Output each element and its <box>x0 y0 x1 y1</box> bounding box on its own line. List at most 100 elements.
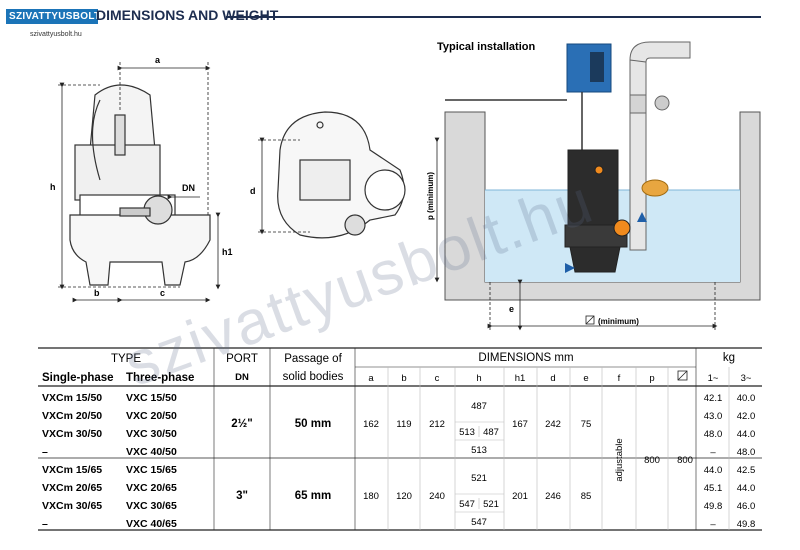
row-single: – <box>42 518 48 530</box>
installed-pump <box>564 149 631 273</box>
header-type: TYPE <box>111 353 141 365</box>
header-col-h: h <box>476 373 481 384</box>
header-port: PORT <box>226 353 258 365</box>
flow-arrows <box>565 212 647 273</box>
cell-kg3: 44.0 <box>737 429 756 440</box>
dim-label-dn: DN <box>182 183 195 193</box>
cell-h: 487 <box>483 427 499 438</box>
pump-top-view <box>277 111 406 239</box>
header-col-kg3: 3~ <box>741 373 752 384</box>
cell-h1: 201 <box>512 491 528 502</box>
page-title: DIMENSIONS AND WEIGHT <box>96 7 279 23</box>
row-single: VXCm 20/50 <box>42 410 102 422</box>
pump-dimension-lines <box>58 62 221 303</box>
installation-heading: Typical installation <box>437 41 535 53</box>
cell-c: 240 <box>429 491 445 502</box>
header-single-phase: Single-phase <box>42 372 114 384</box>
cell-kg3: 49.8 <box>737 519 756 530</box>
header-kg: kg <box>723 352 735 364</box>
dim-label-h: h <box>50 182 56 192</box>
brand-logo: SZIVATTYUSBOLT.HU <box>6 9 117 24</box>
cell-kg1: 42.1 <box>704 393 723 404</box>
table-group-50: VXCm 15/50 VXC 15/50 VXCm 20/50 VXC 20/5… <box>42 392 331 458</box>
brand-website: szivattyusbolt.hu <box>30 31 82 38</box>
row-three: VXC 20/50 <box>126 410 177 422</box>
row-three: VXC 40/50 <box>126 446 177 458</box>
dim-label-p: p (minimum) <box>426 172 435 220</box>
cell-a: 162 <box>363 419 379 430</box>
cell-kg3: 40.0 <box>737 393 756 404</box>
cell-kg1: 43.0 <box>704 411 723 422</box>
cell-kg3: 46.0 <box>737 501 756 512</box>
cell-d: 246 <box>545 491 561 502</box>
cell-kg1: – <box>710 519 716 530</box>
cell-w: 800 <box>677 455 693 466</box>
cell-h: 513 <box>471 445 487 456</box>
header-three-phase: Three-phase <box>126 372 194 384</box>
row-single: – <box>42 446 48 458</box>
row-three: VXC 15/50 <box>126 392 177 404</box>
dimensions-table: TYPE Single-phase Three-phase PORT DN Pa… <box>38 347 762 531</box>
port-value: 3" <box>236 490 248 502</box>
top-view-dimension-lines <box>258 137 310 235</box>
cell-kg3: 44.0 <box>737 483 756 494</box>
cell-h: 521 <box>483 499 499 510</box>
installation-dimension-lines <box>434 137 718 331</box>
installation-pipes <box>629 41 691 251</box>
row-single: VXCm 30/50 <box>42 428 102 440</box>
cell-kg1: 48.0 <box>704 429 723 440</box>
dim-label-h1: h1 <box>222 247 233 257</box>
row-three: VXC 40/65 <box>126 518 177 530</box>
cell-b: 119 <box>396 419 411 430</box>
header-col-c: c <box>435 373 440 384</box>
header-col-e: e <box>583 373 588 384</box>
header-passage-2: solid bodies <box>283 371 344 383</box>
dim-label-b: b <box>94 288 100 298</box>
cell-h: 547 <box>471 517 487 528</box>
cell-kg3: 48.0 <box>737 447 756 458</box>
header-col-b: b <box>401 373 406 384</box>
cell-h: 521 <box>471 473 487 484</box>
cell-h: 487 <box>471 401 487 412</box>
row-single: VXCm 30/65 <box>42 500 102 512</box>
cell-kg1: – <box>710 447 716 458</box>
cell-kg3: 42.0 <box>737 411 756 422</box>
table-group-65: VXCm 15/65 VXC 15/65 VXCm 20/65 VXC 20/6… <box>42 464 331 530</box>
cell-b: 120 <box>396 491 412 502</box>
header-col-h1: h1 <box>515 373 526 384</box>
header-col-a: a <box>368 373 374 384</box>
header-col-d: d <box>550 373 555 384</box>
row-single: VXCm 15/50 <box>42 392 102 404</box>
cell-h: 547 <box>459 499 475 510</box>
dim-label-a: a <box>155 55 161 65</box>
header-port-unit: DN <box>235 372 249 383</box>
dim-label-d: d <box>250 186 256 196</box>
row-three: VXC 30/50 <box>126 428 177 440</box>
passage-value: 50 mm <box>295 418 331 430</box>
passage-value: 65 mm <box>295 490 331 502</box>
header-passage: Passage of <box>284 353 342 365</box>
technical-drawings: a h b c h1 DN d Typical installation <box>50 41 761 331</box>
cell-c: 212 <box>429 419 445 430</box>
row-single: VXCm 15/65 <box>42 464 102 476</box>
cell-f-adjustable: adjustable <box>614 438 625 481</box>
header-col-w-symbol <box>677 370 688 381</box>
cell-kg1: 49.8 <box>704 501 723 512</box>
float-switch <box>641 179 669 197</box>
dim-label-c: c <box>160 288 165 298</box>
dim-label-e: e <box>509 304 514 314</box>
title-rule <box>226 16 761 18</box>
row-single: VXCm 20/65 <box>42 482 102 494</box>
cell-h1: 167 <box>512 419 528 430</box>
cell-e: 85 <box>581 491 592 502</box>
pump-side-view <box>69 84 211 286</box>
cell-p: 800 <box>644 455 660 466</box>
header-col-p: p <box>649 373 654 384</box>
cell-e: 75 <box>581 419 592 430</box>
min-square-symbol <box>585 315 595 325</box>
cell-kg1: 45.1 <box>704 483 723 494</box>
dim-label-width: (minimum) <box>598 317 639 326</box>
port-value: 2½" <box>231 418 252 430</box>
header-dimensions: DIMENSIONS mm <box>478 352 573 364</box>
cell-kg1: 44.0 <box>704 465 723 476</box>
